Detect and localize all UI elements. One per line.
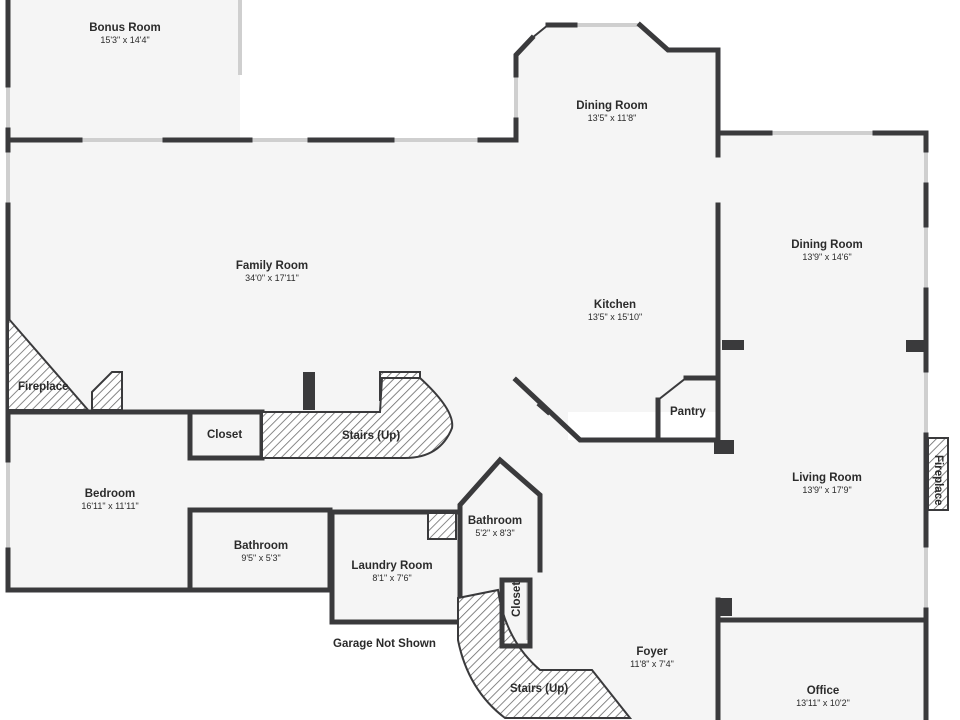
stairs-up-2-label: Stairs (Up) (510, 683, 568, 695)
fireplace-right-hearth (927, 437, 949, 511)
fireplace-right-label: Fireplace (932, 455, 944, 506)
room-dims-office: 13'11" x 10'2" (796, 698, 850, 708)
walls (5, 0, 929, 720)
room-name-office: Office (807, 685, 840, 697)
room-name-bathroom-1: Bathroom (234, 540, 288, 552)
fireplace-left-hearth (7, 315, 91, 411)
feature-labels: Fireplace Fireplace Closet Closet Stairs… (18, 381, 944, 695)
room-dims-laundry-room: 8'1" x 7'6" (372, 573, 411, 583)
room-dims-bedroom: 16'11" x 11'11" (81, 501, 138, 511)
room-name-bedroom: Bedroom (85, 488, 135, 500)
room-labels: Bonus Room 15'3" x 14'4" Dining Room 13'… (81, 22, 862, 708)
room-name-dining-room-2: Dining Room (791, 239, 863, 251)
fireplace-left-label: Fireplace (18, 381, 69, 393)
room-name-kitchen: Kitchen (594, 299, 636, 311)
garage-not-shown-label: Garage Not Shown (333, 638, 436, 650)
room-dims-foyer: 11'8" x 7'4" (630, 659, 674, 669)
windows (6, 0, 928, 640)
floor-fill (8, 0, 928, 720)
closet-2-label: Closet (511, 582, 523, 617)
stairs (261, 377, 633, 719)
room-dims-family-room: 34'0" x 17'11" (245, 273, 299, 283)
room-dims-dining-room-2: 13'9" x 14'6" (802, 252, 851, 262)
room-name-dining-room-1: Dining Room (576, 100, 648, 112)
closet-2-box (499, 577, 533, 649)
room-dims-dining-room-1: 13'5" x 11'8" (588, 113, 637, 123)
room-name-bathroom-2: Bathroom (468, 515, 522, 527)
column-block (91, 371, 123, 411)
room-name-living-room: Living Room (792, 472, 862, 484)
room-dims-bonus-room: 15'3" x 14'4" (100, 35, 149, 45)
room-name-foyer: Foyer (636, 646, 668, 658)
room-dims-living-room: 13'9" x 17'9" (802, 485, 851, 495)
pantry-label: Pantry (670, 406, 706, 418)
room-name-laundry-room: Laundry Room (351, 560, 432, 572)
room-dims-bathroom-2: 5'2" x 8'3" (475, 528, 514, 538)
room-dims-bathroom-1: 9'5" x 5'3" (241, 553, 280, 563)
stairs-up-1-shape (261, 377, 454, 459)
room-name-family-room: Family Room (236, 260, 308, 272)
room-name-bonus-room: Bonus Room (89, 22, 161, 34)
closet-1-label: Closet (207, 429, 242, 441)
room-dims-kitchen: 13'5" x 15'10" (588, 312, 642, 322)
stairs-up-1-label: Stairs (Up) (342, 430, 400, 442)
fixtures (7, 315, 949, 616)
laundry-fixture (427, 512, 457, 540)
